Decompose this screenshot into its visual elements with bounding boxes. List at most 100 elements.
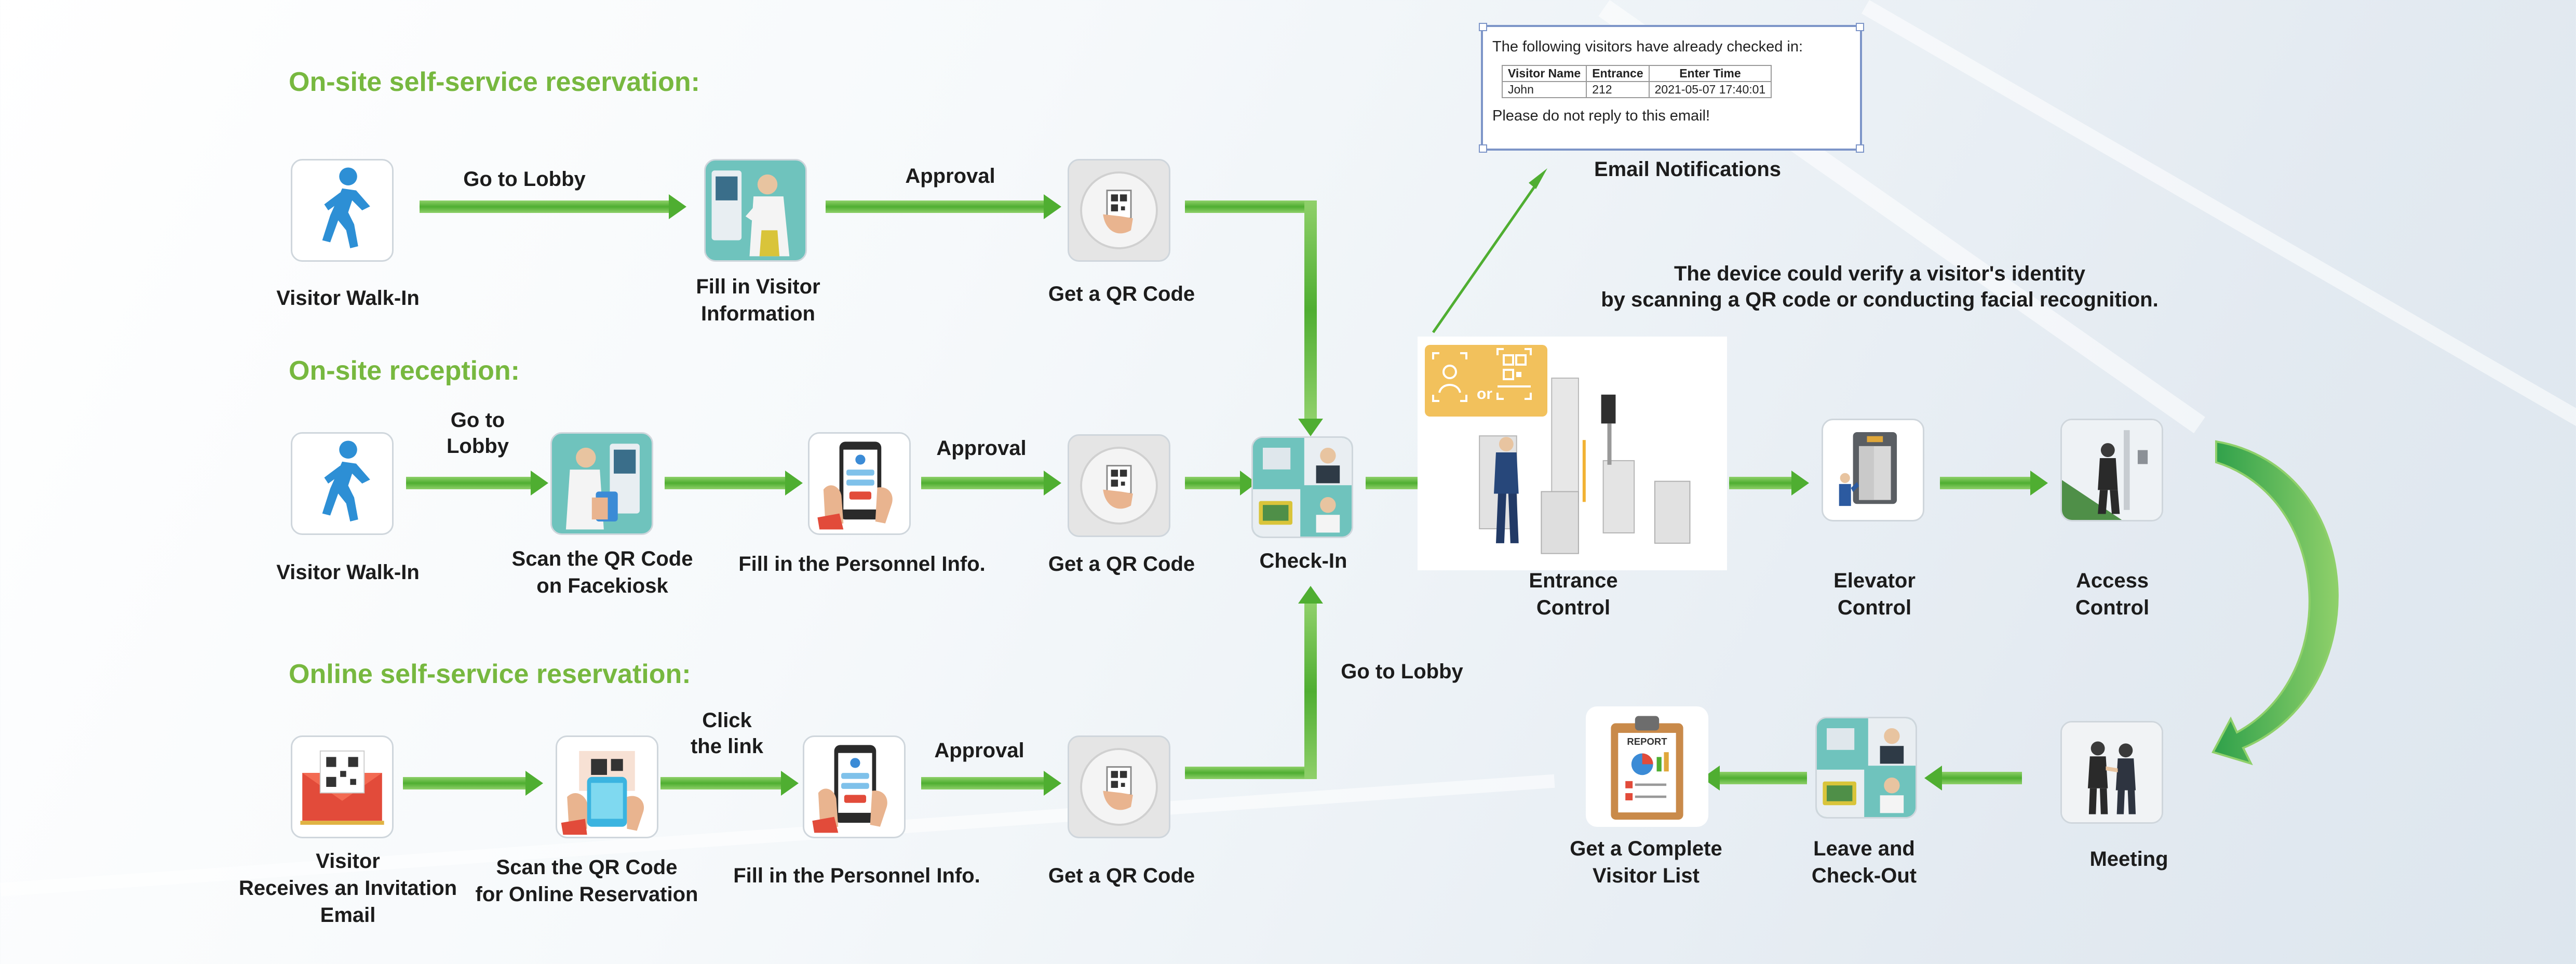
- heading-onsite-self-service: On-site self-service reservation:: [289, 67, 700, 97]
- visitor-report-tile: REPORT: [1586, 706, 1708, 827]
- get-qr-code-tile: [1068, 159, 1170, 262]
- email-notifications-label: Email Notifications: [1594, 158, 1782, 181]
- face-recognition-icon: [1432, 348, 1532, 402]
- arrow-row3-click: [660, 771, 799, 796]
- scan-qr-facekiosk-tile: [550, 432, 653, 535]
- meeting-tile: [2060, 721, 2163, 824]
- leave-checkout-tile: [1815, 717, 1917, 819]
- row3-qr-label: Get a QR Code: [1048, 864, 1195, 887]
- edge-label-go-to-lobby: Go to Lobby: [463, 168, 586, 191]
- check-in-icon: [1253, 438, 1352, 537]
- arrow-checkin-to-entrance: [1366, 477, 1418, 489]
- edge-label-go-to-lobby: Go to Lobby: [1341, 660, 1463, 683]
- arrow-row2-lobby: [406, 471, 548, 496]
- arrow-entrance-to-elevator: [1729, 471, 1809, 496]
- checked-in-table: Visitor Name Entrance Enter Time John 21…: [1501, 65, 1772, 98]
- row1-walkin-label: Visitor Walk-In: [276, 287, 420, 310]
- arrow-row1-lobby: [420, 194, 686, 219]
- kiosk-icon: [565, 444, 640, 530]
- walking-person-icon: [322, 440, 370, 521]
- turnstile-icon: [1479, 377, 1691, 554]
- row2-qr-label: Get a QR Code: [1048, 553, 1195, 575]
- fill-personnel-info-tile: [803, 735, 906, 838]
- entrance-control-panel: or: [1418, 337, 1727, 570]
- edge-label-approval: Approval: [934, 739, 1024, 762]
- arrow-row3-scan: [403, 771, 543, 796]
- row2-walkin-label: Visitor Walk-In: [276, 561, 420, 584]
- arrow-row1-to-checkin: [1185, 200, 1323, 436]
- arrow-row3-to-checkin: [1185, 586, 1323, 779]
- scan-qr-online-tile: [556, 735, 658, 838]
- qr-card-icon: [1080, 171, 1158, 249]
- verification-badge: or: [1425, 345, 1547, 417]
- row1-qr-label: Get a QR Code: [1048, 283, 1195, 305]
- heading-online-self-service: Online self-service reservation:: [289, 659, 691, 689]
- arrow-leave-to-report: [1702, 766, 1807, 791]
- arrow-row3-approval: [921, 771, 1061, 796]
- elevator-control-tile: [1822, 419, 1924, 521]
- svg-text:REPORT: REPORT: [1627, 736, 1667, 747]
- table-header-row: Visitor Name Entrance Enter Time: [1501, 65, 1772, 82]
- arrow-row2-scan: [665, 471, 803, 496]
- card-corner: [1479, 23, 1487, 31]
- arrow-row2-to-checkin: [1185, 471, 1257, 496]
- check-in-tile: [1251, 436, 1353, 538]
- invitation-email-tile: [291, 735, 394, 838]
- edge-label-approval: Approval: [905, 165, 995, 188]
- col-entrance: Entrance: [1586, 65, 1650, 82]
- email-notification-card: The following visitors have already chec…: [1479, 23, 1864, 153]
- get-qr-code-tile: [1068, 735, 1170, 838]
- visitor-walkin-tile: [291, 432, 394, 535]
- cell-visitor-name: John: [1501, 81, 1587, 98]
- meeting-label: Meeting: [2089, 848, 2168, 871]
- card-corner: [1479, 144, 1487, 153]
- email-intro-text: The following visitors have already chec…: [1492, 38, 1803, 55]
- table-row: John 212 2021-05-07 17:40:01: [1501, 81, 1772, 98]
- fill-personnel-info-tile: [808, 432, 911, 535]
- email-qr-icon: [300, 750, 384, 825]
- card-corner: [1856, 144, 1864, 153]
- meeting-icon: [2062, 722, 2162, 822]
- qr-card-icon: [1080, 748, 1158, 826]
- col-enter-time: Enter Time: [1648, 65, 1772, 82]
- cell-entrance: 212: [1586, 81, 1650, 98]
- email-footer-text: Please do not reply to this email!: [1492, 108, 1710, 124]
- report-clipboard-icon: REPORT: [1611, 716, 1683, 820]
- cell-enter-time: 2021-05-07 17:40:01: [1648, 81, 1772, 98]
- row3-fill-label: Fill in the Personnel Info.: [733, 864, 980, 887]
- edge-label-approval: Approval: [936, 437, 1027, 460]
- or-text: or: [1477, 385, 1492, 403]
- access-control-tile: [2060, 419, 2163, 521]
- walking-person-icon: [322, 167, 370, 248]
- fill-visitor-info-tile: [704, 159, 807, 262]
- card-corner: [1856, 23, 1864, 31]
- arrow-row2-approval: [921, 471, 1061, 496]
- check-in-label: Check-In: [1259, 550, 1347, 572]
- check-in-icon: [1817, 718, 1916, 817]
- col-visitor-name: Visitor Name: [1501, 65, 1587, 82]
- arrow-access-to-meeting-curve: [2211, 440, 2339, 766]
- visitor-walkin-tile: [291, 159, 394, 262]
- arrow-entrance-to-email: [1432, 168, 1547, 333]
- phone-form-icon: [812, 745, 887, 833]
- phone-form-icon: [817, 441, 893, 530]
- phone-form-icon: [561, 751, 644, 835]
- row2-fill-label: Fill in the Personnel Info.: [738, 553, 986, 575]
- qr-card-icon: [1080, 447, 1158, 525]
- arrow-row1-approval: [826, 194, 1061, 219]
- door-access-icon: [2062, 420, 2162, 520]
- arrow-meeting-to-leave: [1924, 766, 2022, 791]
- device-verification-note: The device could verify a visitor's iden…: [1601, 262, 2159, 311]
